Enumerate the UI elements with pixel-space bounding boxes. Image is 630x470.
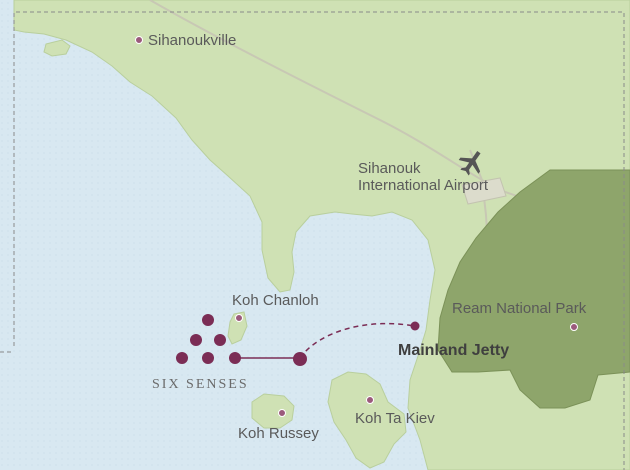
- villa-marker: [202, 314, 214, 326]
- villa-marker: [176, 352, 188, 364]
- label-ream-national-park: Ream National Park: [452, 300, 587, 317]
- label-koh-ta-kiev: Koh Ta Kiev: [355, 410, 435, 427]
- jetty-marker: [410, 321, 420, 331]
- six-senses-villas: [176, 314, 241, 364]
- villa-marker: [202, 352, 214, 364]
- koh-russey-dot: [278, 409, 286, 417]
- coastal-islet: [43, 39, 71, 57]
- route-start-marker: [293, 352, 307, 366]
- boat-route: [299, 322, 415, 359]
- label-koh-russey: Koh Russey: [238, 425, 319, 442]
- koh-ta-kiev-island: [327, 371, 407, 469]
- villa-marker: [214, 334, 226, 346]
- label-mainland-jetty: Mainland Jetty: [398, 342, 510, 359]
- label-six-senses: SIX SENSES: [152, 377, 249, 392]
- villa-marker: [229, 352, 241, 364]
- map-frame: [13, 11, 625, 470]
- label-airport: Sihanouk International Airport: [358, 160, 489, 194]
- ream-park-dot: [570, 323, 578, 331]
- runway: [461, 177, 507, 205]
- koh-chanloh-dot: [235, 314, 243, 322]
- label-koh-chanloh: Koh Chanloh: [232, 292, 319, 309]
- ream-national-park: [437, 169, 630, 409]
- airplane-icon: [458, 151, 481, 176]
- sihanoukville-dot: [135, 36, 143, 44]
- koh-ta-kiev-dot: [366, 396, 374, 404]
- koh-russey-island: [251, 393, 295, 429]
- villa-marker: [190, 334, 202, 346]
- label-sihanoukville: Sihanoukville: [148, 32, 237, 49]
